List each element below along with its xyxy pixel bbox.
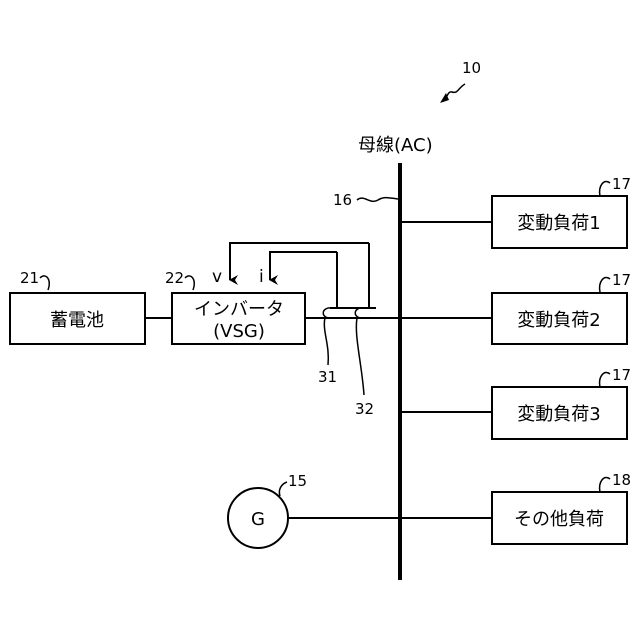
- generator-label: G: [251, 509, 265, 530]
- sensor-31-leader: [324, 318, 328, 365]
- bus-label: 母線(AC): [358, 135, 433, 156]
- generator-ref-leader: [279, 482, 287, 496]
- bus-ref-leader: [357, 198, 398, 202]
- other-load-ref-leader: [600, 477, 610, 492]
- figure-ref: 10: [462, 59, 481, 77]
- inverter-label-line2: (VSG): [213, 321, 265, 342]
- load-1-ref: 17: [612, 175, 631, 193]
- sensor-31-feedback: [270, 252, 337, 280]
- battery-label: 蓄電池: [50, 310, 104, 331]
- load-3-ref: 17: [612, 366, 631, 384]
- battery-ref: 21: [20, 269, 39, 287]
- sensor-31-ref: 31: [318, 368, 337, 386]
- load-2-ref-leader: [600, 277, 610, 292]
- load-3-ref-leader: [600, 372, 610, 387]
- bus-ref: 16: [333, 191, 352, 209]
- sensor-32-ref: 32: [355, 400, 374, 418]
- other-load-label: その他負荷: [514, 509, 604, 530]
- other-load-ref: 18: [612, 471, 631, 489]
- sensor-32-coil: [355, 308, 365, 318]
- inverter-input-i: i: [259, 267, 264, 287]
- inverter-ref-leader: [185, 276, 194, 290]
- sensor-31-coil: [323, 308, 333, 318]
- inverter-input-v: v: [212, 267, 222, 287]
- load-1-label: 変動負荷1: [517, 213, 600, 234]
- inverter-ref: 22: [165, 269, 184, 287]
- load-1-ref-leader: [600, 181, 610, 196]
- sensor-32-feedback: [230, 243, 369, 280]
- battery-ref-leader: [40, 276, 49, 290]
- load-2-ref: 17: [612, 271, 631, 289]
- load-3-label: 変動負荷3: [517, 404, 600, 425]
- sensor-32-leader: [356, 318, 364, 395]
- load-2-label: 変動負荷2: [517, 310, 600, 331]
- generator-ref: 15: [288, 472, 307, 490]
- inverter-label-line1: インバータ: [194, 299, 284, 320]
